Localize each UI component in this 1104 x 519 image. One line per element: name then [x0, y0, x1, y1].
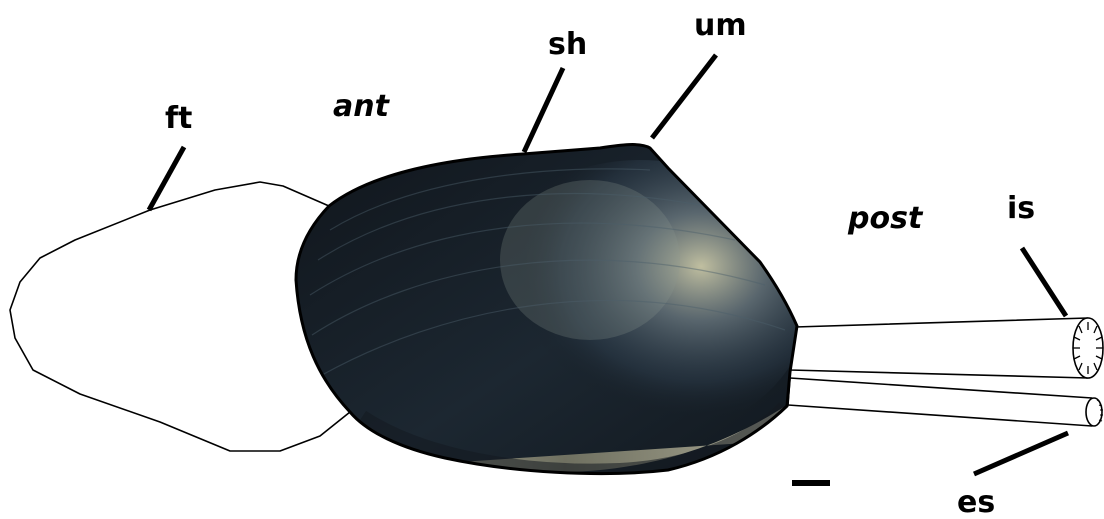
shell-label: sh [548, 27, 587, 62]
shell-leader-line [524, 68, 563, 152]
mussel-shell [280, 130, 820, 490]
excurrent-siphon-leader-line [974, 433, 1068, 474]
incurrent-siphon-leader-line [1022, 248, 1066, 316]
foot-label: ft [165, 101, 192, 136]
anterior-label: ant [333, 89, 391, 124]
incurrent-siphon-label: is [1007, 191, 1035, 226]
incurrent-siphon-tube [790, 318, 1088, 378]
umbo-label: um [694, 8, 747, 43]
foot-outline [10, 182, 350, 451]
excurrent-siphon-label: es [957, 485, 995, 519]
umbo-leader-line [652, 55, 716, 138]
excurrent-siphon-tube [788, 378, 1092, 426]
posterior-label: post [847, 201, 924, 236]
